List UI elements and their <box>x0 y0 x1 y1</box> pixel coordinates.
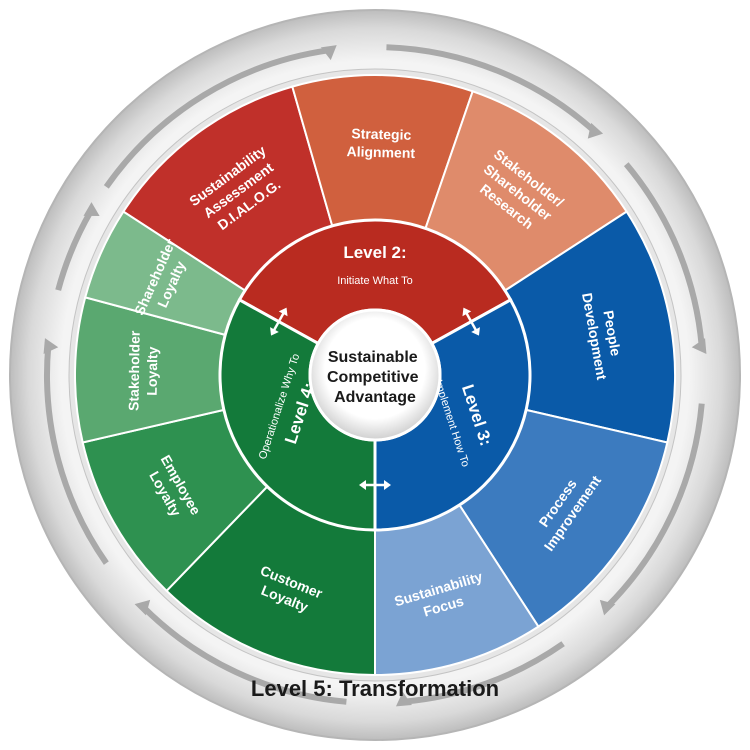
level-connector-arrow-icon <box>270 307 288 336</box>
center-line-2: Competitive <box>327 369 419 386</box>
cycle-arrow-shaft <box>140 604 347 705</box>
cycle-arrow-head-icon <box>134 599 151 616</box>
segment-label-stakeholder-loyalty-line-1: Stakeholder <box>125 330 142 411</box>
level-2-title: Level 2: <box>343 243 406 262</box>
center-line-3: Advantage <box>334 389 416 406</box>
cycle-arrow-shaft <box>386 44 597 134</box>
segment-label-people-development-line-1: People <box>600 309 624 357</box>
cycle-arrow-head-icon <box>395 691 412 707</box>
level-connector-arrows <box>270 307 480 490</box>
segment-label-strategic-alignment-line-1: Strategic <box>351 125 412 143</box>
level-2-subtitle: Initiate What To <box>337 275 413 287</box>
level-connector-arrow-icon <box>359 480 391 490</box>
cycle-arrow-head-icon <box>83 202 100 216</box>
cycle-arrow-head-icon <box>320 45 337 61</box>
cycle-arrow-shaft <box>623 162 705 347</box>
center-line-1: Sustainable <box>328 349 418 366</box>
cycle-arrow-shaft <box>44 346 109 565</box>
segment-label-strategic-alignment-line-2: Alignment <box>346 143 415 161</box>
cycle-arrow-head-icon <box>599 599 616 616</box>
svg-text:Sustainable Competitive: Sustainable Competitive Advantage <box>327 349 423 406</box>
level-5-title: Level 5: Transformation <box>251 676 499 701</box>
segment-label-stakeholder-loyalty-line-2: Loyalty <box>144 346 161 395</box>
cycle-arrow-head-icon <box>691 338 707 355</box>
center-hub <box>308 308 442 442</box>
cycle-arrow-shaft <box>103 47 330 189</box>
cycle-arrow-head-icon <box>43 338 59 355</box>
segment-ring: SustainabilityAssessmentD.I.AL.O.G.Strat… <box>74 74 676 677</box>
level-connector-arrow-icon <box>462 307 480 336</box>
cycle-arrow-shaft <box>604 403 705 610</box>
cycle-arrows <box>43 44 707 707</box>
cycle-arrow-shaft <box>403 641 565 705</box>
cycle-arrow-head-icon <box>587 122 604 139</box>
